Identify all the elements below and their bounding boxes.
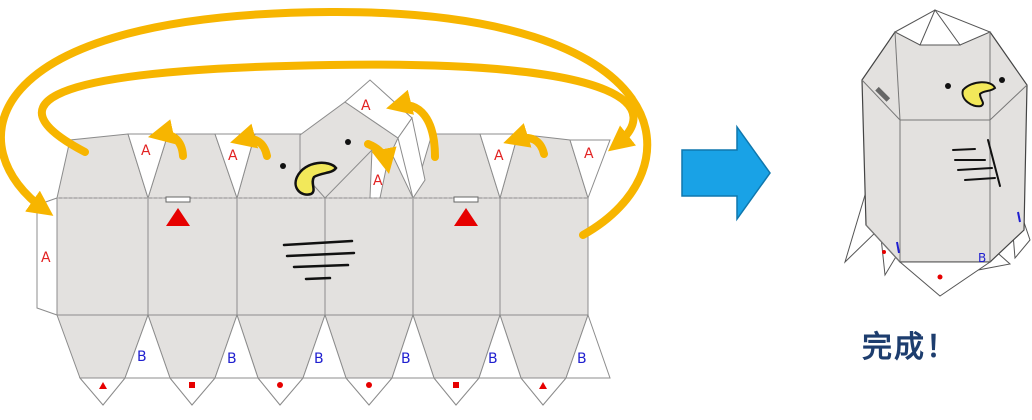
flap-label-a: A (228, 148, 238, 164)
flap-label-b: B (577, 351, 587, 367)
bird-face-icon (945, 77, 1005, 187)
flap-label-a: A (584, 146, 594, 162)
papercraft-net: A A A A A A A B B B B B B (36, 79, 611, 406)
flap-label-b: B (488, 351, 498, 367)
bird-face-icon (280, 139, 356, 281)
triangle-marker-icon (454, 208, 478, 226)
triangle-marker-icon (166, 208, 190, 226)
big-right-arrow-icon (681, 124, 771, 222)
flap-label-a: A (494, 148, 504, 164)
flap-label-a: A (361, 98, 371, 114)
assembled-model: B (843, 8, 1031, 297)
flap-label-b: B (227, 351, 237, 367)
flap-label-a: A (373, 173, 383, 189)
complete-label: 完成！ (862, 330, 958, 365)
flap-label-b: B (137, 349, 147, 365)
model-flap-label-b: B (978, 251, 986, 265)
assembly-arrows (0, 7, 652, 239)
bottom-tip-markers (99, 382, 547, 389)
flap-label-a: A (41, 250, 51, 266)
flap-label-b: B (401, 351, 411, 367)
flap-label-b: B (314, 351, 324, 367)
flap-label-a: A (141, 143, 151, 159)
